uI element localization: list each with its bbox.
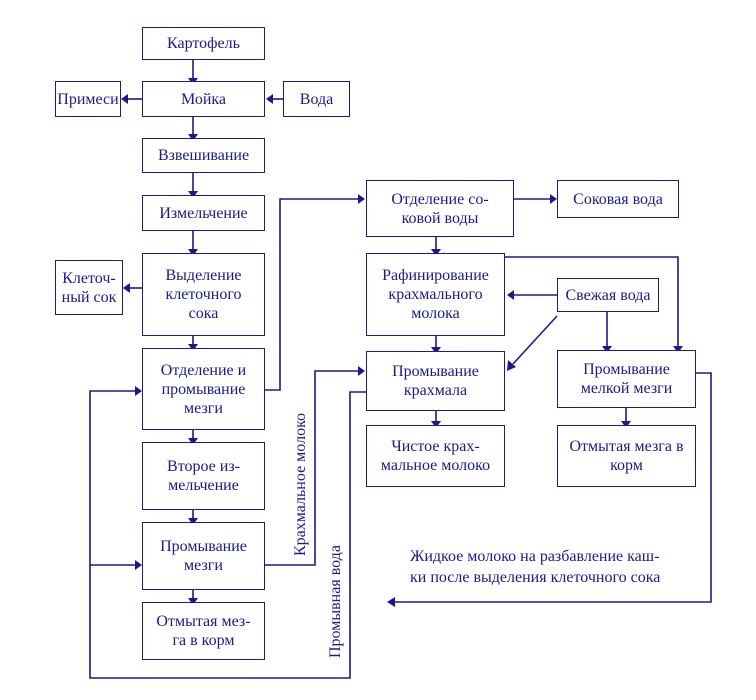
fresh-water-box: Свежая вода [557,278,659,312]
juice-separation-box: Выделение клеточного сока [142,253,265,336]
fine-pulp-feed-box: Отмытая мезга в корм [557,425,696,487]
pulp-separation-box: Отделение и промывание мезги [142,348,265,430]
weighing-box: Взвешивание [142,138,265,173]
juice-water-separation-box: Отделение со- ковой воды [366,180,514,237]
refining-box: Рафинирование крахмального молока [366,253,505,336]
cell-juice-box: Клеточ- ный сок [55,260,123,315]
juice-water-box: Соковая вода [557,180,679,218]
potato-box: Картофель [142,27,265,60]
grinding-box: Измельчение [142,195,265,231]
starch-milk-label: Крахмальное молоко [292,412,309,556]
fine-pulp-washing-box: Промывание мелкой мезги [557,350,696,408]
wash-water-label: Промывная вода [327,545,344,658]
second-grinding-box: Второе из- мельчение [142,442,265,510]
clean-starch-milk-box: Чистое крах- мальное молоко [366,425,505,487]
impurities-box: Примеси [55,81,121,117]
starch-washing-box: Промывание крахмала [366,351,505,411]
washed-pulp-feed-box: Отмытая мез- га в корм [142,602,265,660]
water-box: Вода [283,81,350,117]
washing-box: Мойка [142,81,265,117]
pulp-washing-box: Промывание мезги [142,522,265,590]
liquid-milk-label: Жидкое молоко на разбавление каш- ки пос… [410,548,661,586]
